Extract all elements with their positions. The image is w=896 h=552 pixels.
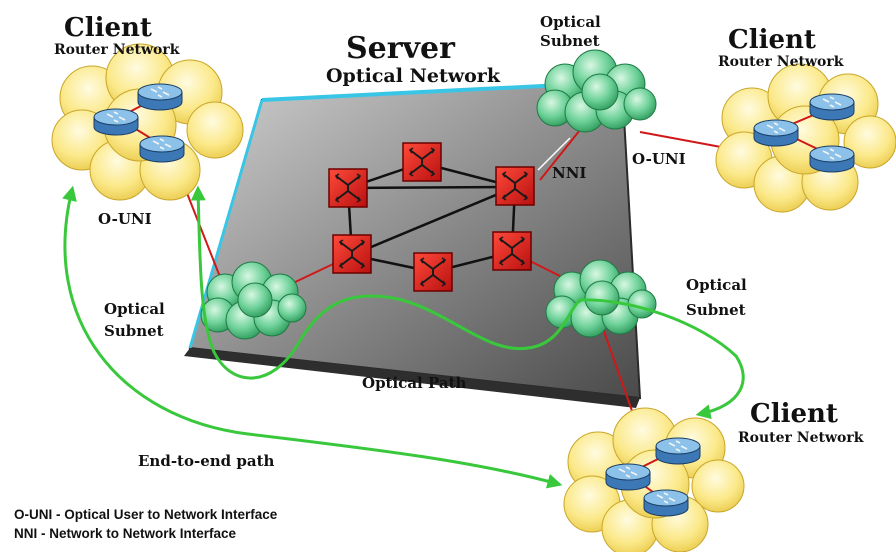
end-to-end-path-label: End-to-end path <box>138 452 275 470</box>
optical-subnet-top <box>536 49 657 133</box>
router-icon <box>605 463 651 491</box>
router-icon <box>655 437 701 465</box>
client-bottom-subtitle: Router Network <box>738 430 864 446</box>
optical-switch-icon <box>328 168 368 208</box>
client-cloud-right <box>715 63 896 213</box>
ouni-left-label: O-UNI <box>98 210 152 228</box>
router-icon <box>753 119 799 147</box>
router-icon <box>809 145 855 173</box>
end-to-end-path-line <box>62 185 563 489</box>
subnet-right-line2: Subnet <box>686 301 746 319</box>
optical-path-label: Optical Path <box>362 374 466 392</box>
client-cloud-bottom <box>563 407 745 552</box>
optical-switch-icon <box>413 252 453 292</box>
optical-switch-icon <box>495 166 535 206</box>
client-cloud-left <box>51 43 244 201</box>
client-left-title: Client <box>64 13 152 43</box>
subnet-left-line1: Optical <box>104 300 165 318</box>
legend-nni: NNI - Network to Network Interface <box>14 526 237 541</box>
router-icon <box>809 93 855 121</box>
server-title: Server <box>346 31 456 66</box>
subnet-top-line2: Subnet <box>540 32 600 50</box>
subnet-right-line1: Optical <box>686 276 747 294</box>
router-icon <box>643 489 689 517</box>
optical-switch-icon <box>402 142 442 182</box>
cloud-icon <box>563 407 745 552</box>
router-icon <box>93 108 139 136</box>
subnet-top-line1: Optical <box>540 13 601 31</box>
cloud-icon <box>51 43 244 201</box>
cloud-icon <box>715 63 896 213</box>
subnet-left-line2: Subnet <box>104 322 164 340</box>
optical-switch-icon <box>492 231 532 271</box>
nni-link <box>537 137 571 171</box>
ouni-right-label: O-UNI <box>632 150 686 168</box>
optical-switch-icon <box>332 234 372 274</box>
client-left-subtitle: Router Network <box>54 42 180 58</box>
server-platform <box>184 80 642 408</box>
router-icon <box>139 135 185 163</box>
cloud-icon <box>536 49 657 133</box>
server-subtitle: Optical Network <box>326 65 501 87</box>
legend-ouni: O-UNI - Optical User to Network Interfac… <box>14 507 278 522</box>
client-right-title: Client <box>728 25 816 55</box>
nni-label: NNI <box>552 164 586 182</box>
client-bottom-title: Client <box>750 399 838 429</box>
client-right-subtitle: Router Network <box>718 54 844 70</box>
router-icon <box>137 83 183 111</box>
